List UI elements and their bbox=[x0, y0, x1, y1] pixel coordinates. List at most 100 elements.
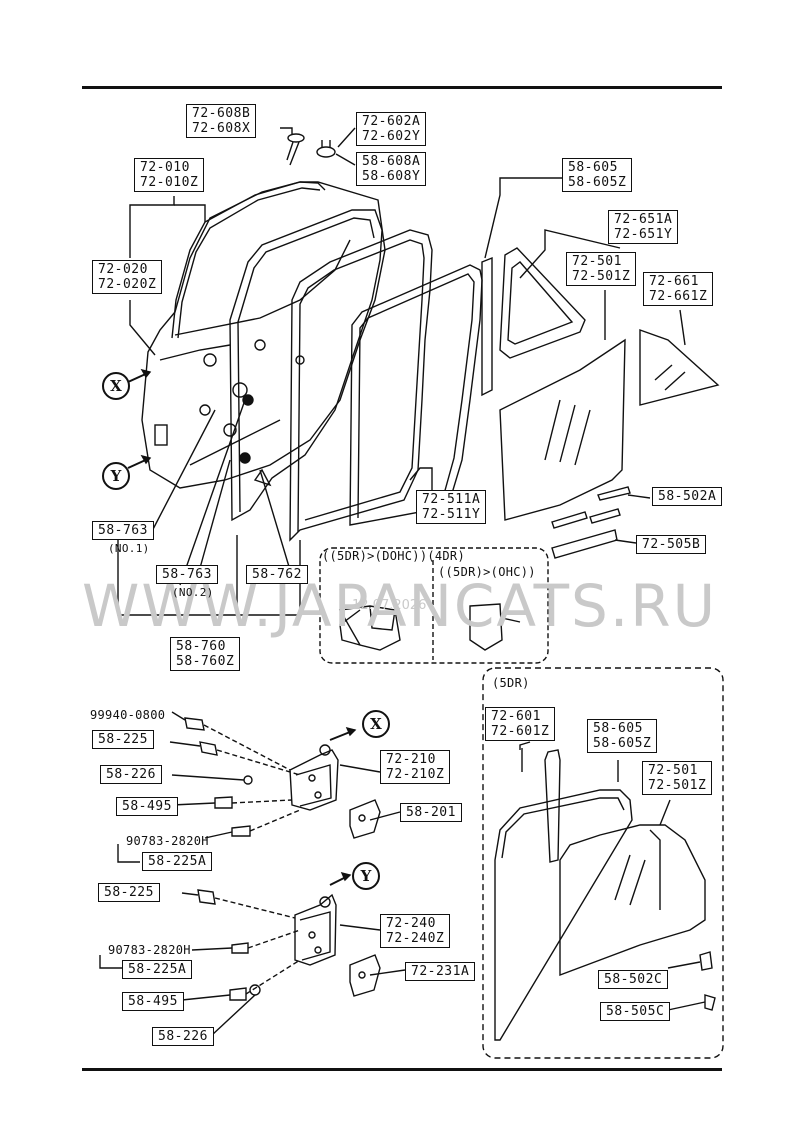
part-number: 58-225A bbox=[148, 854, 207, 869]
part-number: 72-501 bbox=[648, 763, 698, 778]
part-number: 72-240 bbox=[386, 916, 436, 931]
part-number: 72-210 bbox=[386, 752, 436, 767]
part-number: 72-501Z bbox=[648, 778, 707, 793]
part-number: 58-762 bbox=[252, 567, 302, 582]
door-glass-72-501 bbox=[499, 338, 626, 521]
part-number: 72-501 bbox=[572, 254, 622, 269]
label-58-505c[interactable]: 58-505C bbox=[600, 1002, 671, 1021]
part-number: 58-505C bbox=[606, 1004, 665, 1019]
label-58-495-upper[interactable]: 58-495 bbox=[116, 797, 178, 816]
label-58-495-lower[interactable]: 58-495 bbox=[122, 992, 184, 1011]
lower-hinge-drawing bbox=[294, 893, 381, 997]
marker-y-door: Y bbox=[102, 462, 130, 490]
glass-run-channel bbox=[481, 256, 493, 397]
part-number: 72-010 bbox=[140, 160, 190, 175]
frame-seal bbox=[229, 209, 383, 522]
quarter-glass-72-661 bbox=[639, 329, 720, 406]
part-number: 58-495 bbox=[128, 994, 178, 1009]
label-72-231a[interactable]: 72-231A bbox=[405, 962, 476, 981]
label-58-763-no1[interactable]: 58-763 bbox=[92, 521, 154, 540]
part-number: 58-763 bbox=[98, 523, 148, 538]
label-58-226-lower[interactable]: 58-226 bbox=[152, 1027, 214, 1046]
part-number: 58-605Z bbox=[568, 175, 627, 190]
part-number: 72-651Y bbox=[614, 227, 673, 242]
part-number: 72-511Y bbox=[422, 507, 481, 522]
note-no1: (NO.1) bbox=[108, 542, 150, 555]
part-number: 72-661 bbox=[649, 274, 699, 289]
part-number: 72-505B bbox=[642, 537, 701, 552]
part-number: 72-511A bbox=[422, 492, 481, 507]
marker-x-hinge: X bbox=[362, 710, 390, 738]
part-number: 72-608B bbox=[192, 106, 251, 121]
label-58-226-upper[interactable]: 58-226 bbox=[100, 765, 162, 784]
part-number: 58-502C bbox=[604, 972, 663, 987]
part-number: 58-226 bbox=[158, 1029, 208, 1044]
part-number: 72-661Z bbox=[649, 289, 708, 304]
part-number: 72-210Z bbox=[386, 767, 445, 782]
bottom-rule bbox=[82, 1068, 722, 1071]
weatherstrip-72-010 bbox=[171, 181, 326, 339]
rear-door-seal bbox=[494, 789, 633, 1041]
part-number: 58-760Z bbox=[176, 654, 235, 669]
bolt-99940-0800: 99940-0800 bbox=[90, 708, 166, 722]
label-58-502a[interactable]: 58-502A bbox=[652, 487, 723, 506]
upper-hinge-drawing bbox=[289, 744, 381, 839]
part-number: 58-608A bbox=[362, 154, 421, 169]
label-58-763-no2[interactable]: 58-763 bbox=[156, 565, 218, 584]
part-number: 72-608X bbox=[192, 121, 251, 136]
note-variant-ohc: ((5DR)>(OHC)) bbox=[438, 565, 536, 579]
label-58-225-upper[interactable]: 58-225 bbox=[92, 730, 154, 749]
label-72-505b[interactable]: 72-505B bbox=[636, 535, 707, 554]
part-number: 58-225 bbox=[104, 885, 154, 900]
part-number: 58-225 bbox=[98, 732, 148, 747]
marker-x-door: X bbox=[102, 372, 130, 400]
channel-72-505B bbox=[551, 529, 618, 559]
label-58-502c[interactable]: 58-502C bbox=[598, 970, 669, 989]
date-stamp: 12.07.2026 bbox=[352, 598, 427, 613]
label-58-201[interactable]: 58-201 bbox=[400, 803, 462, 822]
part-number: 72-602A bbox=[362, 114, 421, 129]
label-58-225a-upper[interactable]: 58-225A bbox=[142, 852, 213, 871]
part-number: 58-225A bbox=[128, 962, 187, 977]
part-number: 58-201 bbox=[406, 805, 456, 820]
marker-y-hinge: Y bbox=[352, 862, 380, 890]
note-no2: (NO.2) bbox=[172, 586, 214, 599]
part-number: 72-651A bbox=[614, 212, 673, 227]
top-rule bbox=[82, 86, 722, 89]
part-number: 58-608Y bbox=[362, 169, 421, 184]
label-58-762[interactable]: 58-762 bbox=[246, 565, 308, 584]
quarter-seal-72-651 bbox=[499, 247, 586, 359]
part-number: 72-602Y bbox=[362, 129, 421, 144]
part-number: 72-020 bbox=[98, 262, 148, 277]
label-58-225-lower[interactable]: 58-225 bbox=[98, 883, 160, 902]
part-number: 72-010Z bbox=[140, 175, 199, 190]
part-number: 72-020Z bbox=[98, 277, 157, 292]
part-number: 58-605 bbox=[593, 721, 643, 736]
part-number: 72-240Z bbox=[386, 931, 445, 946]
rear-door-glass bbox=[559, 824, 706, 977]
bolt-90783-2820h-upper: 90783-2820H bbox=[126, 834, 209, 848]
part-number: 58-495 bbox=[122, 799, 172, 814]
channel-58-502A bbox=[597, 486, 631, 501]
part-number: 72-601 bbox=[491, 709, 541, 724]
label-58-225a-lower[interactable]: 58-225A bbox=[122, 960, 193, 979]
seal-72-511 bbox=[289, 229, 433, 542]
part-number: 58-605Z bbox=[593, 736, 652, 751]
